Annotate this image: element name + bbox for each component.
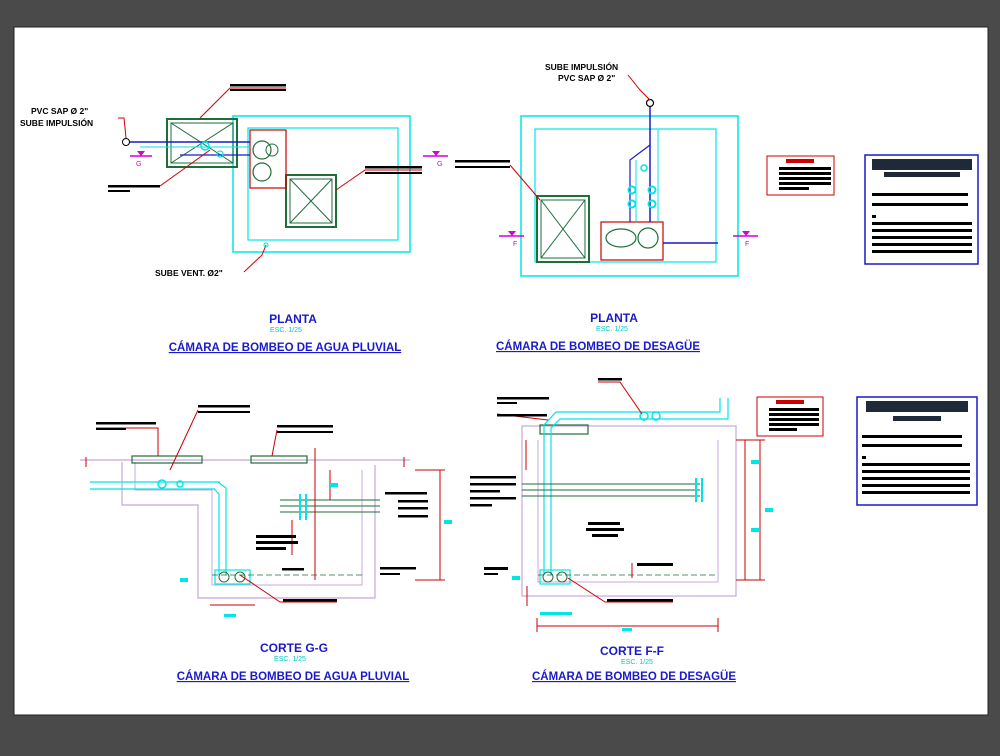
section-waste-drawing <box>470 378 773 632</box>
plan-waste-title: PLANTA <box>590 311 638 325</box>
plan-rain-subtitle: CÁMARA DE BOMBEO DE AGUA PLUVIAL <box>169 341 402 354</box>
plan-rain-title: PLANTA <box>269 312 317 326</box>
section-waste-title: CORTE F-F <box>600 644 664 658</box>
plan-waste-scale: ESC. 1/25 <box>596 326 628 333</box>
svg-text:SUBE VENT. Ø2": SUBE VENT. Ø2" <box>155 268 223 278</box>
section-rain-title: CORTE G-G <box>260 641 328 655</box>
section-waste-subtitle: CÁMARA DE BOMBEO DE DESAGÜE <box>532 670 736 683</box>
plan-rain-scale: ESC. 1/25 <box>270 327 302 334</box>
svg-text:SUBE IMPULSIÓN: SUBE IMPULSIÓN <box>20 117 93 128</box>
svg-text:G: G <box>136 161 141 168</box>
note-box-small-top <box>766 155 835 196</box>
legend-box-bottom <box>856 396 978 506</box>
svg-text:PVC SAP Ø 2": PVC SAP Ø 2" <box>31 106 88 116</box>
section-rain-subtitle: CÁMARA DE BOMBEO DE AGUA PLUVIAL <box>177 670 410 683</box>
svg-text:G: G <box>437 161 442 168</box>
plan-waste-subtitle: CÁMARA DE BOMBEO DE DESAGÜE <box>496 340 700 353</box>
note-box-small-bottom <box>756 396 824 437</box>
section-rain-scale: ESC. 1/25 <box>274 656 306 663</box>
section-waste-scale: ESC. 1/25 <box>621 659 653 666</box>
svg-text:PVC SAP Ø 2": PVC SAP Ø 2" <box>558 73 615 83</box>
svg-text:SUBE IMPULSIÓN: SUBE IMPULSIÓN <box>545 61 618 72</box>
section-rain-drawing <box>80 405 452 617</box>
legend-box-top <box>864 154 979 265</box>
plan-rain-drawing: G G PVC SAP Ø 2" SUBE IMPULSIÓN SUBE VEN… <box>20 84 448 278</box>
svg-text:F: F <box>745 241 749 248</box>
paper-sheet <box>13 26 989 716</box>
svg-text:F: F <box>513 241 517 248</box>
plan-waste-drawing: F F SUBE IMPULSIÓN PVC SAP Ø 2" <box>455 61 758 277</box>
